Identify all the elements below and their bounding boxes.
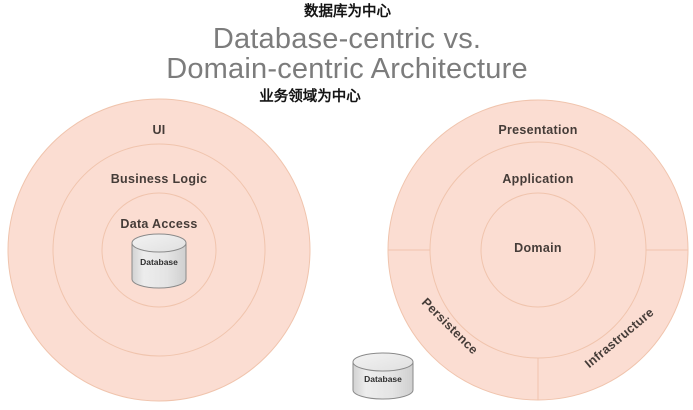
left-cylinder-body — [131, 242, 187, 289]
bottom-database-label: Database — [364, 374, 402, 384]
page-title-line-2: Domain-centric Architecture — [166, 53, 528, 85]
left-database-label: Database — [140, 257, 178, 267]
right-architecture-diagram: Presentation Application Domain Persiste… — [387, 99, 689, 401]
right-ring-domain[interactable] — [480, 192, 596, 308]
bottom-database-cylinder[interactable]: Database — [352, 352, 414, 400]
right-ring-label-application: Application — [502, 172, 573, 186]
left-ring-label-data-access: Data Access — [120, 217, 197, 231]
page-title-line-1: Database-centric vs. — [213, 23, 481, 55]
left-database-cylinder[interactable]: Database — [131, 233, 187, 289]
annotation-domain-centric: 业务领域为中心 — [259, 87, 361, 105]
left-architecture-diagram: UI Business Logic Data Access Database — [7, 98, 311, 402]
left-ring-label-ui: UI — [152, 123, 165, 137]
bottom-cylinder-body — [352, 361, 414, 400]
bottom-cylinder-top — [352, 352, 414, 372]
left-ring-label-business-logic: Business Logic — [111, 172, 208, 186]
right-ring-label-domain: Domain — [514, 241, 562, 255]
annotation-database-centric: 数据库为中心 — [304, 2, 391, 20]
left-cylinder-top — [131, 233, 187, 253]
right-ring-label-presentation: Presentation — [498, 123, 577, 137]
